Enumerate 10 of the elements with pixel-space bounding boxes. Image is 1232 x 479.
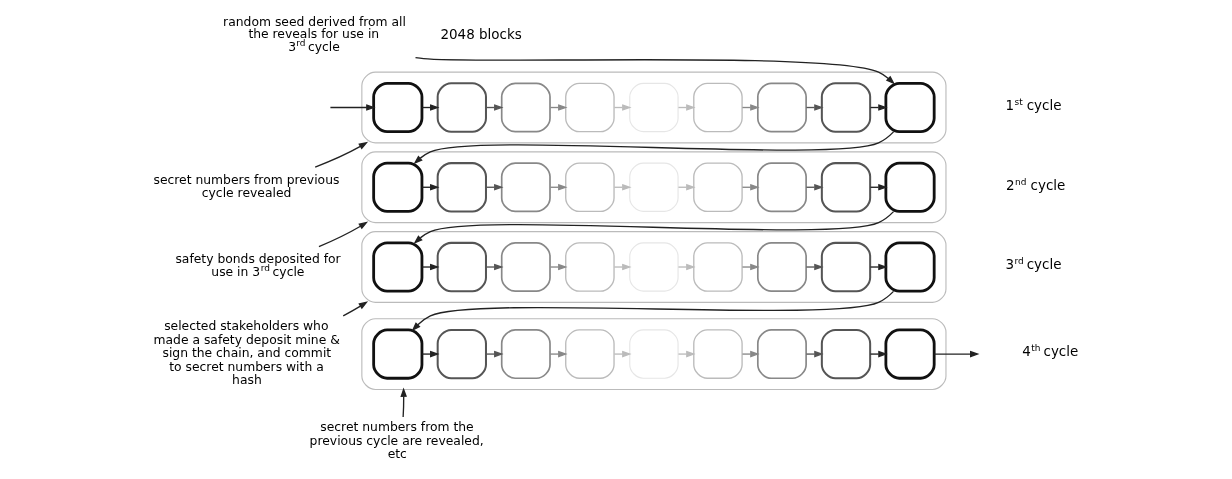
node-text: random seed derived from all the reveals for use in 3$^{rd}$ cycle — [223, 14, 406, 54]
label: 2$^{nd}$ cycle — [1006, 176, 1066, 193]
label: 1$^{st}$ cycle — [1005, 96, 1062, 113]
label: 4$^{th}$ cycle — [1022, 343, 1079, 360]
node-text: secret numbers from previous cycle revealed — [153, 172, 340, 201]
label: 2048 blocks — [440, 26, 522, 43]
node-text: secret numbers from the previous cycle are revealed, etc — [309, 420, 484, 462]
label: 3$^{rd}$ cycle — [1005, 256, 1062, 273]
node-text: safety bonds deposited for use in 3$^{rd}$ cycle — [175, 252, 341, 279]
node-text: selected stakeholders who made a safety deposit mine & sign the chain, and commit to secret numbers with a hash — [153, 319, 340, 388]
